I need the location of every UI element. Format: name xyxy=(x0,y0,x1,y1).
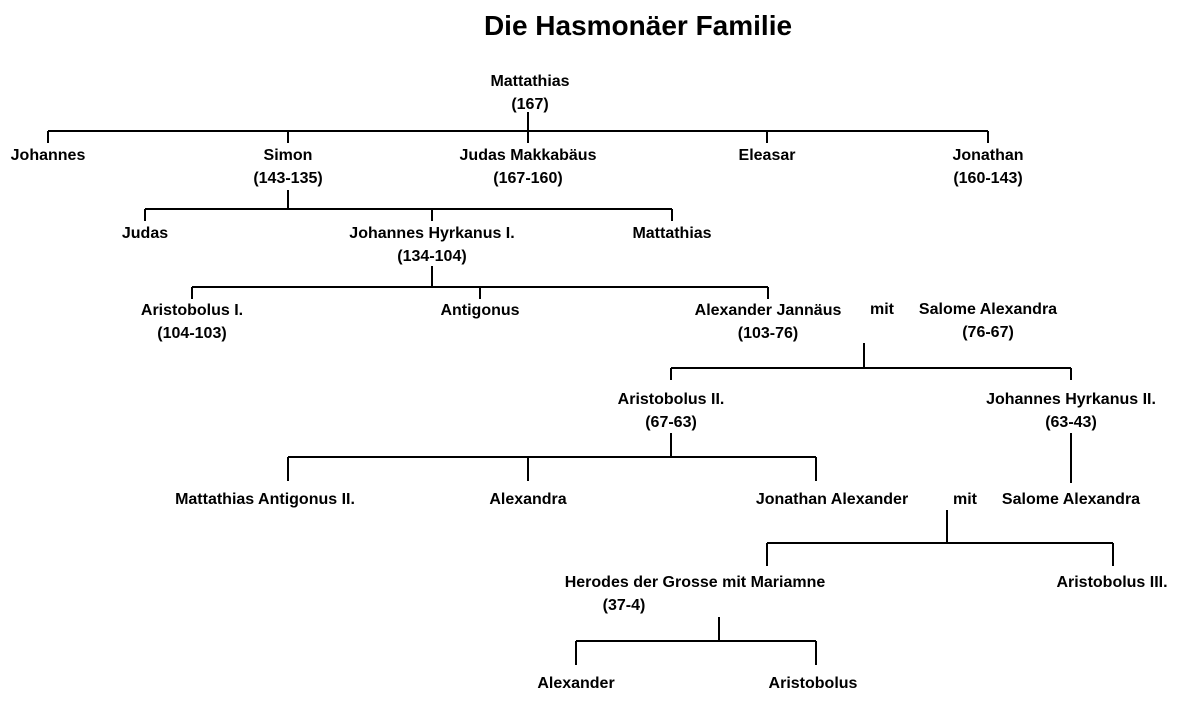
person-dates: (103-76) xyxy=(737,325,799,342)
person-alexandra: Alexandra xyxy=(489,488,566,511)
person-name: Alexander xyxy=(537,675,615,692)
person-aristobolus: Aristobolus xyxy=(769,672,858,695)
person-name: Simon xyxy=(263,147,313,164)
person-aristobolus-3: Aristobolus III. xyxy=(1056,571,1167,594)
person-judas-makkabaeus: Judas Makkabäus (167-160) xyxy=(460,144,597,190)
person-name: Johannes Hyrkanus I. xyxy=(349,225,515,242)
person-jonathan-alexander: Jonathan Alexander xyxy=(756,488,908,511)
person-herodes-dates: (37-4) xyxy=(603,594,646,617)
person-dates: (37-4) xyxy=(602,597,646,614)
person-jonathan: Jonathan (160-143) xyxy=(952,144,1023,190)
person-judas: Judas xyxy=(122,222,168,245)
person-name: Aristobolus xyxy=(768,675,858,692)
person-name: Mattathias xyxy=(632,225,712,242)
person-alexander: Alexander xyxy=(537,672,614,695)
person-name: Alexandra xyxy=(489,491,567,508)
person-name: Herodes der Grosse mit Mariamne xyxy=(564,574,826,591)
person-name: Alexander Jannäus xyxy=(694,302,842,319)
marriage-mit-1: mit xyxy=(870,298,894,321)
person-dates: (160-143) xyxy=(953,170,1023,187)
person-dates: (167) xyxy=(511,96,549,113)
person-name: Mattathias Antigonus II. xyxy=(175,491,355,508)
person-simon: Simon (143-135) xyxy=(253,144,322,190)
person-alexander-jannaeus: Alexander Jannäus (103-76) xyxy=(695,299,842,345)
person-name: Aristobolus III. xyxy=(1056,574,1168,591)
person-name: Judas Makkabäus xyxy=(459,147,597,164)
person-salome-alexandra-1: Salome Alexandra (76-67) xyxy=(919,298,1057,344)
marriage-label: mit xyxy=(953,491,977,508)
person-name: Aristobolus II. xyxy=(617,391,725,408)
marriage-label: mit xyxy=(870,301,894,318)
person-aristobolus-1: Aristobolus I. (104-103) xyxy=(141,299,243,345)
person-aristobolus-2: Aristobolus II. (67-63) xyxy=(618,388,725,434)
person-dates: (104-103) xyxy=(157,325,227,342)
marriage-mit-2: mit xyxy=(953,488,977,511)
person-herodes: Herodes der Grosse mit Mariamne xyxy=(565,571,826,594)
person-johannes-hyrkanus-1: Johannes Hyrkanus I. (134-104) xyxy=(349,222,514,268)
person-dates: (134-104) xyxy=(397,248,467,265)
person-dates: (76-67) xyxy=(962,324,1014,341)
person-salome-alexandra-2: Salome Alexandra xyxy=(1002,488,1140,511)
person-name: Judas xyxy=(121,225,169,242)
person-johannes-hyrkanus-2: Johannes Hyrkanus II. (63-43) xyxy=(986,388,1156,434)
person-mattathias-2: Mattathias xyxy=(632,222,711,245)
diagram-title: Die Hasmonäer Familie xyxy=(483,10,793,41)
person-name: Jonathan Alexander xyxy=(755,491,909,508)
person-name: Antigonus xyxy=(440,302,520,319)
person-name: Aristobolus I. xyxy=(140,302,244,319)
person-name: Johannes Hyrkanus II. xyxy=(986,391,1156,408)
person-name: Johannes xyxy=(10,147,86,164)
person-name: Salome Alexandra xyxy=(918,301,1058,318)
person-johannes: Johannes xyxy=(11,144,86,167)
person-dates: (143-135) xyxy=(253,170,323,187)
person-antigonus: Antigonus xyxy=(440,299,519,322)
person-name: Mattathias xyxy=(490,73,570,90)
person-name: Salome Alexandra xyxy=(1001,491,1141,508)
person-name: Eleasar xyxy=(738,147,796,164)
person-dates: (167-160) xyxy=(493,170,563,187)
person-dates: (63-43) xyxy=(1045,414,1097,431)
person-name: Jonathan xyxy=(952,147,1024,164)
person-mattathias: Mattathias (167) xyxy=(490,70,569,116)
person-dates: (67-63) xyxy=(645,414,697,431)
person-eleasar: Eleasar xyxy=(739,144,796,167)
person-mattathias-antigonus-2: Mattathias Antigonus II. xyxy=(175,488,355,511)
